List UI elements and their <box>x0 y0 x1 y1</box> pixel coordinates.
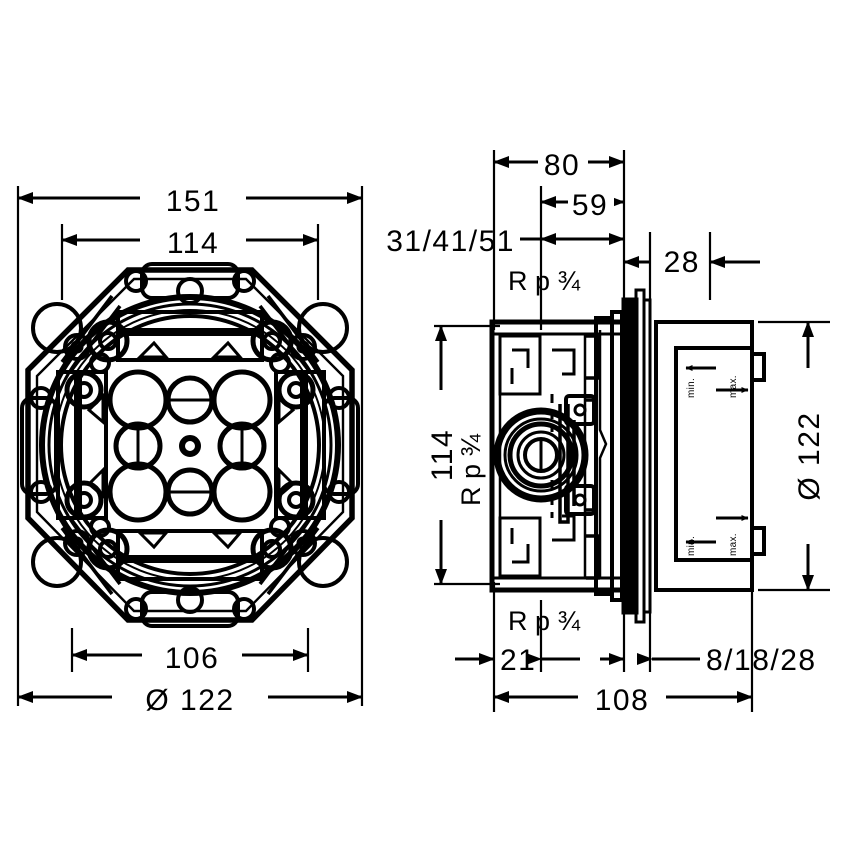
dim-108-label: 108 <box>595 684 650 717</box>
thread-label-left: R p ¾ <box>456 434 486 507</box>
dim-diameter-122-label: Ø 122 <box>145 684 234 717</box>
front-ribs <box>60 294 320 596</box>
dim-21: 21 <box>455 644 580 677</box>
thread-label-bottom: R p ¾ <box>508 606 581 636</box>
thread-label-top-text: R p ¾ <box>508 266 581 296</box>
dim-28: 28 <box>623 246 760 279</box>
dim-106: 106 <box>71 634 309 675</box>
dim-114-label: 114 <box>167 227 219 260</box>
dim-31-41-51-label: 31/41/51 <box>386 225 515 258</box>
front-knockout-pattern <box>107 369 273 523</box>
max-label-lower: max. <box>728 533 739 556</box>
dim-59: 59 <box>540 182 625 222</box>
side-view-dimensions: 80 59 31/41/51 28 114 R p ¾ <box>386 142 830 717</box>
min-label-upper: min. <box>686 378 697 398</box>
side-cartridge-port <box>493 394 596 516</box>
dim-59-label: 59 <box>572 189 608 222</box>
dim-diameter-122: Ø 122 <box>17 676 363 717</box>
side-midplate <box>594 288 652 624</box>
svg-text:R p ¾: R p ¾ <box>508 606 581 636</box>
front-small-holes <box>29 269 351 621</box>
side-function-block <box>654 320 766 592</box>
min-label-lower: min. <box>686 536 697 556</box>
dim-31-41-51: 31/41/51 <box>386 225 625 258</box>
thread-label-top: R p ¾ <box>508 266 581 296</box>
dim-8-18-28: 8/18/28 <box>600 644 817 677</box>
dim-diameter-122-vertical-label: Ø 122 <box>793 411 826 500</box>
side-section-view: min. max. max. min. <box>489 288 766 624</box>
dim-114-vertical-label: 114 <box>426 429 459 481</box>
dim-151: 151 <box>17 178 363 218</box>
svg-text:R p ¾: R p ¾ <box>508 266 581 296</box>
side-ribs <box>558 334 600 580</box>
front-corner-lugs <box>31 302 349 588</box>
dim-114: 114 <box>61 220 319 260</box>
side-minmax-upper: min. max. <box>685 365 749 398</box>
dim-114-vertical: 114 <box>424 325 459 585</box>
dim-80: 80 <box>493 142 625 182</box>
dim-106-label: 106 <box>165 642 220 675</box>
dim-108: 108 <box>493 676 753 717</box>
thread-label-left-text: R p ¾ <box>456 434 486 507</box>
dim-80-label: 80 <box>544 149 580 182</box>
front-view <box>16 186 364 706</box>
dim-21-label: 21 <box>500 644 536 677</box>
dim-8-18-28-label: 8/18/28 <box>706 644 817 677</box>
max-label-upper: max. <box>728 375 739 398</box>
front-view-dimensions: 151 114 106 Ø 122 <box>17 178 363 717</box>
thread-label-bottom-text: R p ¾ <box>508 606 581 636</box>
dim-151-label: 151 <box>166 185 221 218</box>
dim-diameter-122-vertical: Ø 122 <box>790 321 826 591</box>
dim-28-label: 28 <box>664 246 700 279</box>
side-minmax-lower: max. min. <box>685 515 749 556</box>
svg-text:R p ¾: R p ¾ <box>456 434 486 507</box>
